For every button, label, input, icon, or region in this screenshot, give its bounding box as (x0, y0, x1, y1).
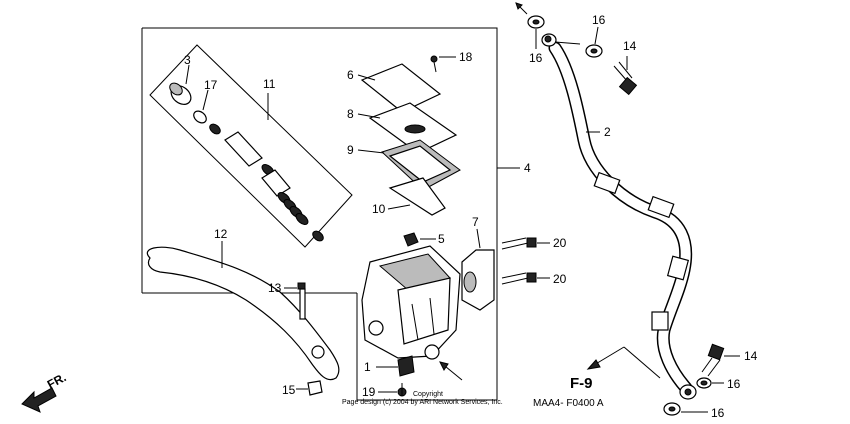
callout-19: 19 (362, 385, 376, 399)
diaphragm (357, 139, 461, 191)
callout-14-top: 14 (623, 39, 637, 53)
callout-16-lower: 16 (727, 377, 741, 391)
callout-9: 9 (347, 143, 354, 157)
piston-assembly (209, 123, 324, 242)
washer-16-top-right (585, 26, 603, 58)
banjo-bolt-top (613, 56, 638, 96)
bolt-20-upper (501, 237, 550, 250)
upper-banjo (541, 33, 581, 47)
callout-1: 1 (364, 360, 371, 374)
circlip-part (193, 89, 209, 124)
pivot-bolt (284, 282, 306, 320)
callout-17: 17 (204, 78, 218, 92)
holder-7 (461, 228, 495, 311)
callout-16-top-left: 16 (529, 51, 543, 65)
callout-3: 3 (184, 53, 191, 67)
callout-13: 13 (268, 281, 282, 295)
callout-12: 12 (214, 227, 228, 241)
diagram-code: MAA4- F0400 A (533, 398, 604, 409)
washer-16-top-left (527, 15, 545, 49)
callout-20-lower: 20 (553, 272, 567, 286)
callout-16-bottom: 16 (711, 406, 725, 420)
copyright-line-2: Page design (c) 2004 by ARI Network Serv… (342, 399, 503, 406)
copyright-line-1: Copyright (413, 391, 443, 398)
callout-4: 4 (524, 161, 531, 175)
bolt-20-lower (501, 272, 550, 285)
master-cylinder-frame (142, 27, 498, 401)
callout-14-bottom: 14 (744, 349, 758, 363)
callout-18: 18 (459, 50, 473, 64)
f9-reference-label: F-9 (570, 375, 593, 392)
seal-10 (387, 177, 446, 216)
callout-2: 2 (604, 125, 611, 139)
reservoir-plate (357, 102, 458, 154)
callout-7: 7 (472, 215, 479, 229)
brake-switch (376, 355, 415, 377)
callout-11: 11 (263, 77, 276, 91)
callout-10: 10 (372, 202, 386, 216)
brake-lever (146, 241, 340, 381)
pivot-nut (296, 380, 323, 396)
boot-part (169, 64, 192, 105)
callout-20-upper: 20 (553, 236, 567, 250)
lower-banjo (679, 384, 697, 400)
piston-kit-frame (149, 44, 353, 248)
washer-16-lower (696, 377, 724, 389)
callout-8: 8 (347, 107, 354, 121)
clip-5 (403, 232, 436, 247)
master-cylinder-body (361, 245, 461, 360)
washer-16-bottom (663, 402, 708, 416)
front-direction-arrow: FR. (21, 370, 69, 413)
reservoir-cap (357, 63, 442, 113)
brake-hose (548, 41, 693, 395)
callout-6: 6 (347, 68, 354, 82)
banjo-bolt-bottom (701, 343, 740, 377)
callout-15: 15 (282, 383, 296, 397)
fr-label: FR. (45, 370, 69, 391)
f9-reference-arrow (586, 346, 661, 379)
screw-18 (430, 55, 456, 73)
screw-19 (378, 383, 407, 397)
callout-16-top-right: 16 (592, 13, 606, 27)
callout-5: 5 (438, 232, 445, 246)
